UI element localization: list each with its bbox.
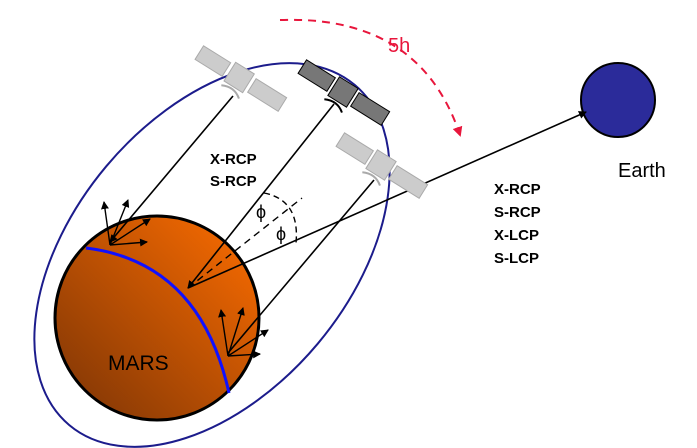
orbit-ellipse (33, 62, 391, 448)
earth-link-line (187, 111, 587, 289)
satellite-past (194, 45, 288, 112)
signal-line-2 (187, 103, 335, 289)
scatter-fan-1 (101, 199, 151, 247)
right-mode-3: X-LCP (494, 227, 539, 244)
scatter-fan-2 (218, 307, 269, 359)
phi-label-2: ϕ (276, 224, 286, 244)
right-mode-2: S-RCP (494, 204, 541, 221)
right-mode-4: S-LCP (494, 250, 539, 267)
angle-arc (263, 192, 298, 244)
left-mode-2: S-RCP (210, 173, 257, 190)
signal-line-3 (227, 179, 375, 354)
mars-planet (53, 214, 261, 422)
earth-label: Earth (618, 160, 666, 182)
left-mode-1: X-RCP (210, 151, 257, 168)
mars-label: MARS (108, 352, 169, 375)
phi-label-1: ϕ (256, 202, 266, 222)
rotation-arrow (279, 18, 463, 137)
time-label: 5h (388, 35, 410, 57)
normal-dashed-line (187, 197, 303, 289)
satellite-future (335, 132, 429, 199)
satellite-current (297, 59, 391, 126)
earth-planet (580, 62, 656, 138)
meridian-arc (85, 246, 231, 394)
signal-line-1 (109, 95, 234, 243)
right-mode-1: X-RCP (494, 181, 541, 198)
